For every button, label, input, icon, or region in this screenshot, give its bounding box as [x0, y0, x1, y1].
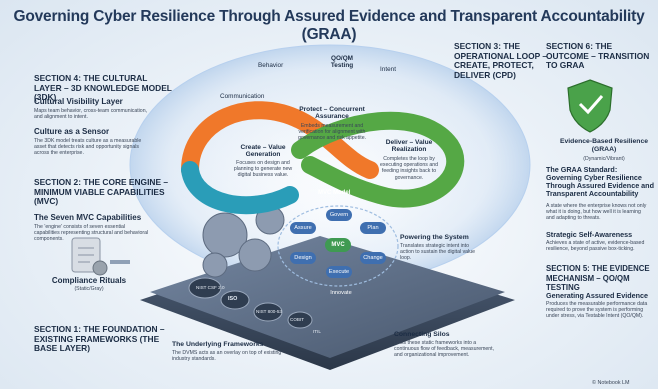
loop-teal [181, 161, 299, 215]
ebr-title: Evidence-Based Resilience (GRAA) [559, 138, 649, 153]
framework-label-iso: ISO [228, 296, 238, 302]
mvc-node-plan: Plan [360, 222, 386, 234]
qoqm-label: QO/QM Testing [330, 55, 354, 69]
framework-label-cobit: COBIT [290, 317, 305, 322]
mvc-model-label: MVC Model [318, 190, 351, 196]
mvc-text: The 'engine' consists of seven essential… [34, 224, 149, 243]
cultural-title: Cultural Visibility Layer [34, 97, 123, 106]
underlying-text: The DVMS acts as an overlay on top of ex… [172, 350, 282, 363]
loop-green [291, 111, 465, 208]
shield-graphic [567, 79, 613, 133]
deliver-title: Deliver – Value Realization [385, 139, 433, 154]
awareness-title: Strategic Self-Awareness [546, 230, 633, 239]
section3-header: SECTION 3: THE OPERATIONAL LOOP – CREATE… [454, 41, 548, 80]
ebr-sub: (Dynamic/Vibrant) [583, 156, 625, 162]
communication-label: Communication [220, 93, 265, 100]
credit-text: © Notebook LM [592, 380, 630, 386]
framework-label-nist-csf: NIST CSF 2.0 [196, 285, 225, 290]
section6-header: SECTION 6: THE OUTCOME – TRANSITION TO G… [546, 41, 650, 71]
framework-discs [188, 277, 313, 329]
section1-header: SECTION 1: THE FOUNDATION – EXISTING FRA… [34, 324, 165, 354]
powering-text: Translates strategic intent into action … [400, 243, 475, 262]
protect-title: Protect – Concurrent Assurance [299, 106, 365, 121]
mvc-node-assure: Assure [290, 222, 316, 234]
loop-orange [181, 101, 379, 179]
deliver-text: Completes the loop by executing operatio… [380, 156, 438, 181]
powering-title: Powering the System [400, 234, 469, 241]
section2-header: SECTION 2: THE CORE ENGINE – MINIMUM VIA… [34, 177, 169, 207]
section5-header: SECTION 5: THE EVIDENCE MECHANISM – QO/Q… [546, 264, 650, 293]
awareness-text: Achieves a state of active, evidence-bas… [546, 240, 645, 253]
section4-header: SECTION 4: THE CULTURAL LAYER – 3D KNOWL… [34, 73, 172, 103]
gen-title: Generating Assured Evidence [546, 291, 648, 300]
clipboard-graphic [71, 237, 108, 276]
protect-text: Embeds measurement and verification for … [297, 123, 367, 142]
connecting-title: Connecting Silos [394, 331, 450, 338]
sensor-text: The 3DK model treats culture as a measur… [34, 138, 142, 157]
sensor-title: Culture as a Sensor [34, 127, 110, 136]
mvc-node-center: MVC [325, 238, 351, 252]
standard-title: The GRAA Standard: Governing Cyber Resil… [546, 165, 654, 198]
mvc-ring [277, 205, 399, 287]
rituals-sub: (Static/Gray) [74, 286, 104, 292]
create-text: Focuses on design and planning to genera… [233, 160, 293, 179]
gear-cluster [202, 205, 285, 278]
connecting-text: Links these static frameworks into a con… [394, 340, 495, 359]
page-title: Governing Cyber Resilience Through Assur… [13, 8, 645, 43]
standard-text: A state where the enterprise knows not o… [546, 203, 647, 222]
mvc-node-change: Change [360, 252, 386, 264]
mvc-title: The Seven MVC Capabilities [34, 213, 142, 222]
mvc-node-design: Design [290, 252, 316, 264]
cultural-text: Maps team behavior, cross-team communica… [34, 108, 148, 121]
mvc-node-execute: Execute [326, 266, 352, 278]
create-title: Create – Value Generation [240, 144, 286, 159]
rituals-title: Compliance Rituals [51, 276, 127, 285]
gen-text: Produces the measurable performance data… [546, 301, 648, 320]
intent-label: Intent [380, 66, 396, 73]
framework-label-nist-800: NIST 800-53 [256, 309, 282, 314]
base-top [150, 236, 505, 358]
behavior-label: Behavior [258, 62, 284, 69]
framework-label-itil: ITIL [313, 329, 321, 334]
mvc-node-govern: Govern [326, 209, 352, 221]
mvc-node-innovate: Innovate [330, 290, 352, 296]
underlying-title: The Underlying Frameworks [172, 341, 264, 348]
